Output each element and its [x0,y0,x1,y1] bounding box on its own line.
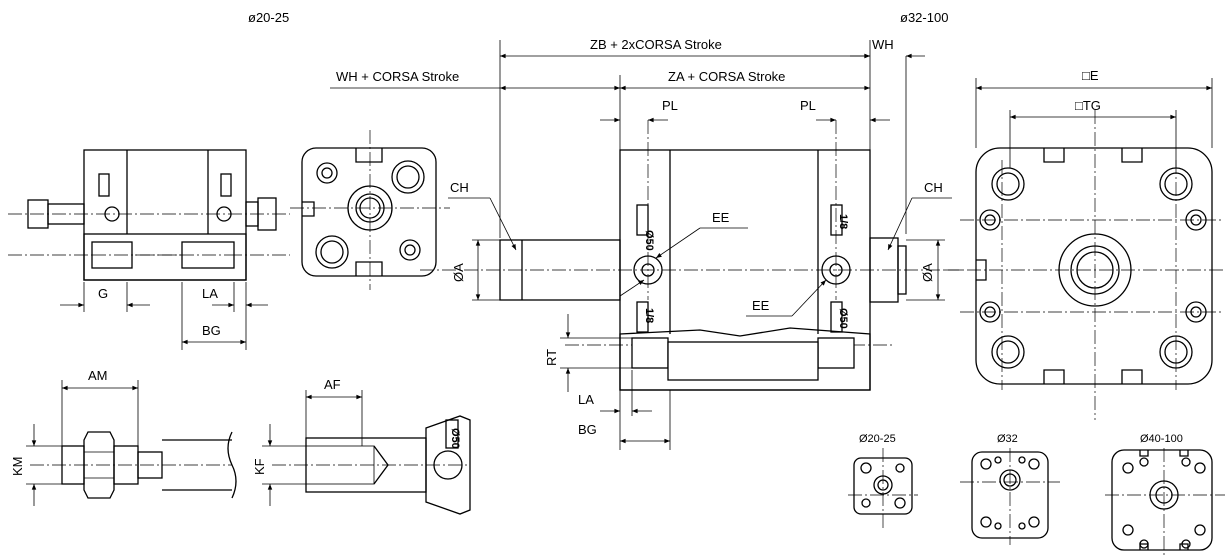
dim-pl-label-left: PL [662,98,678,113]
small-cylinder-side-view: G LA BG [8,149,290,350]
dim-pl-label-right: PL [800,98,816,113]
port-mark-o50-a: Ø50 [643,230,655,251]
dim-g-label: G [98,286,108,301]
port-mark-18-a: 1/8 [837,214,849,229]
large-cylinder-end-view: □E □TG [945,68,1225,420]
large-cylinder-side-view: Ø50 1/8 1/8 Ø50 ZB + 2xCORSA Stroke WH W… [330,37,965,450]
dim-zb-label: ZB + 2xCORSA Stroke [590,37,722,52]
header-large-range: ø32-100 [900,10,948,25]
dim-e-label: □E [1082,68,1099,83]
header-small-range: ø20-25 [248,10,289,25]
dim-oa-label-left: ØA [451,263,466,282]
dim-af-label: AF [324,377,341,392]
dim-za-label: ZA + CORSA Stroke [668,69,785,84]
port-mark-18-b: 1/8 [643,308,655,323]
dim-rt-label: RT [544,349,559,366]
thumbnail-o40-100: Ø40-100 [1105,433,1225,555]
dim-km-label: KM [10,457,25,477]
dim-ch-label-right: CH [924,180,943,195]
dim-bg-label-main: BG [578,422,597,437]
rod-end-bore-view: Ø50 AF KF [252,377,471,515]
dim-ee-label-bottom: EE [752,298,770,313]
dim-wh-label: WH [872,37,894,52]
thumbnail-o32: Ø32 [960,433,1060,545]
thumb-label-o20-25: Ø20-25 [859,433,896,445]
port-mark-o50-b: Ø50 [837,308,849,329]
port-mark-o20-c: Ø50 [449,428,461,449]
dim-ee-label-top: EE [712,210,730,225]
dim-la-label-main: LA [578,392,594,407]
dim-la-label-small: LA [202,286,218,301]
rod-end-thread-view: AM KM [10,368,237,506]
thumbnail-o20-25: Ø20-25 [848,433,918,530]
dim-am-label: AM [88,368,108,383]
dim-oa-label-right: ØA [920,263,935,282]
dim-bg-label-small: BG [202,323,221,338]
dim-wh-stroke-label: WH + CORSA Stroke [336,69,459,84]
dim-kf-label: KF [252,458,267,475]
dim-ch-label-left: CH [450,180,469,195]
thumb-label-o32: Ø32 [997,433,1018,445]
small-cylinder-end-view [290,130,450,290]
dim-tg-label: □TG [1075,98,1101,113]
thumb-label-o40-100: Ø40-100 [1140,433,1183,445]
